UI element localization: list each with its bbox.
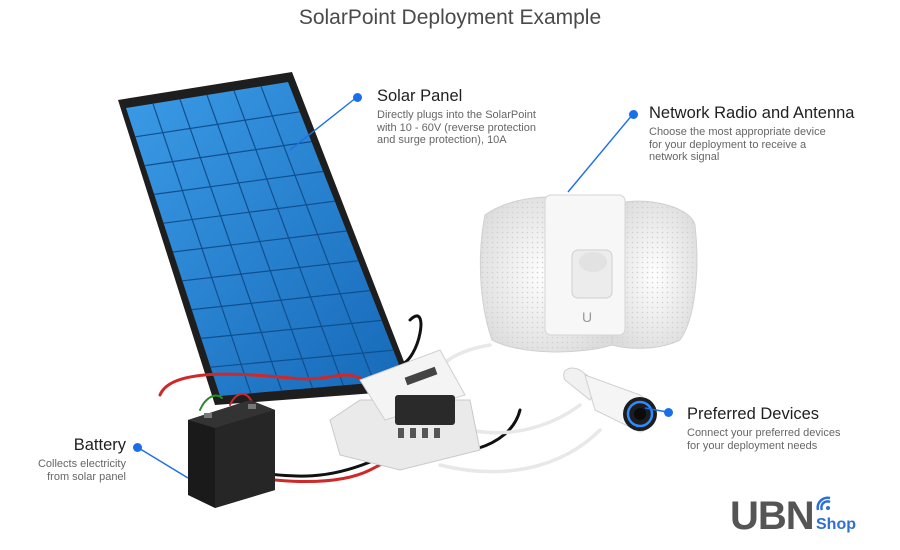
preferred-devices-label: Preferred Devices xyxy=(687,405,820,423)
preferred-devices-marker xyxy=(664,408,673,417)
preferred-devices-description: Connect your preferred devices for your … xyxy=(687,427,841,452)
solar-panel-callout: Solar Panel Directly plugs into the Sola… xyxy=(377,86,536,147)
panel-grid-line xyxy=(191,290,370,311)
solar-panel-icon xyxy=(118,72,420,405)
diagram-title: SolarPoint Deployment Example xyxy=(298,6,602,29)
logo-main-text: UBN xyxy=(730,494,815,538)
network-radio-antenna-icon: U xyxy=(479,194,698,353)
solar-panel-description: Directly plugs into the SolarPoint with … xyxy=(377,109,536,146)
ubnshop-logo: UBN Shop xyxy=(730,494,856,539)
solar-panel-marker xyxy=(353,93,362,102)
battery-description: Collects electricity from solar panel xyxy=(37,458,126,483)
logo-sub-text: Shop xyxy=(816,516,856,533)
svg-text:U: U xyxy=(582,309,592,325)
battery-label: Battery xyxy=(73,436,126,454)
network-radio-callout: Network Radio and Antenna Choose the mos… xyxy=(649,103,854,164)
battery-icon xyxy=(188,400,275,508)
callout-leaders xyxy=(136,96,668,479)
panel-grid-line xyxy=(201,319,382,339)
panel-grid-line xyxy=(172,230,347,253)
network-radio-label: Network Radio and Antenna xyxy=(649,104,855,122)
wifi-icon xyxy=(816,496,831,511)
panel-grid-line xyxy=(210,349,394,368)
panel-grid-line xyxy=(163,200,335,224)
panel-grid-line xyxy=(154,170,324,195)
battery-callout: Battery Collects electricity from solar … xyxy=(28,435,126,483)
panel-grid-line xyxy=(144,141,312,167)
network-radio-description: Choose the most appropriate device for y… xyxy=(649,126,826,163)
camera-icon xyxy=(563,367,657,433)
panel-grid-line xyxy=(135,111,300,138)
solarpoint-controller-icon xyxy=(329,349,481,471)
panel-grid-line xyxy=(182,260,359,282)
preferred-devices-callout: Preferred Devices Connect your preferred… xyxy=(687,404,840,452)
solar-panel-label: Solar Panel xyxy=(377,87,463,105)
battery-marker xyxy=(133,443,142,452)
network-radio-marker xyxy=(629,110,638,119)
